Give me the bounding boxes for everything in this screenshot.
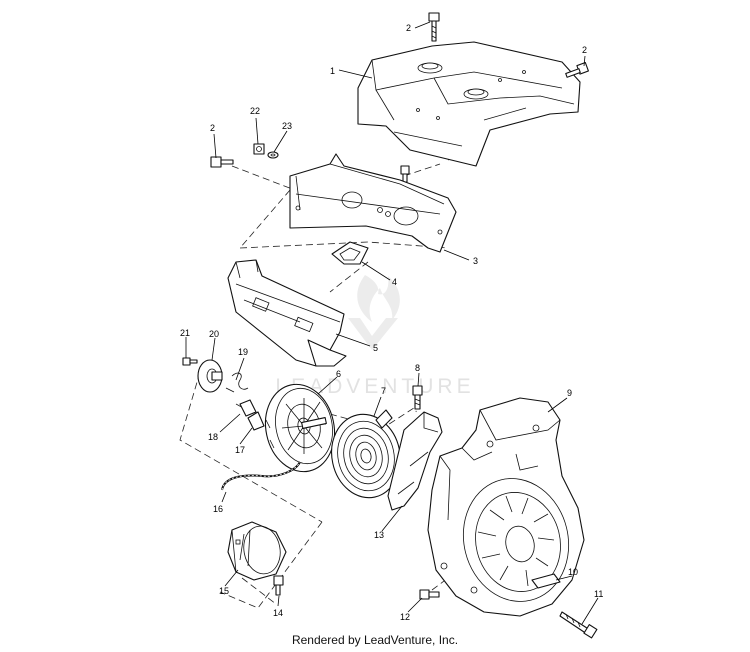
callout-10: 10 <box>568 567 578 577</box>
callout-18: 18 <box>208 432 218 442</box>
part-10-spacer <box>531 573 561 589</box>
callout-16: 16 <box>213 504 223 514</box>
callout-21: 21 <box>180 328 190 338</box>
part-21-bolt <box>182 357 198 366</box>
part-14-bolt <box>273 575 284 596</box>
callout-22: 22 <box>250 106 260 116</box>
part-3-shield-plate <box>289 153 457 253</box>
part-4-gasket <box>331 241 369 265</box>
callout-7: 7 <box>381 386 386 396</box>
callout-5: 5 <box>373 343 378 353</box>
callout-11: 11 <box>594 589 603 599</box>
part-6-recoil-pulley <box>264 383 336 473</box>
callout-4: 4 <box>392 277 397 287</box>
part-22-nut <box>253 143 265 155</box>
callout-15: 15 <box>219 586 229 596</box>
leader-lines <box>185 21 599 625</box>
bolt-left <box>210 156 234 168</box>
callout-17: 17 <box>235 445 245 455</box>
callout-23: 23 <box>282 121 292 131</box>
part-17-pawl <box>247 411 265 431</box>
callout-12: 12 <box>400 612 410 622</box>
part-5-heat-shield <box>227 259 347 367</box>
bolt-top <box>428 12 440 42</box>
part-12-bolt <box>419 589 440 600</box>
part-23-washer <box>267 151 279 159</box>
part-19-spring <box>225 372 249 393</box>
callout-2-right: 2 <box>582 45 587 55</box>
part-8-bolt <box>412 385 423 410</box>
part-1-top-shroud <box>357 41 581 167</box>
callout-19: 19 <box>238 347 248 357</box>
part-9-blower-housing <box>427 397 585 617</box>
part-13-guide-bracket <box>387 411 443 511</box>
part-2-bolts <box>210 12 589 183</box>
part-15-starter-cup <box>227 521 287 581</box>
callout-2-left: 2 <box>210 123 215 133</box>
callout-6: 6 <box>336 369 341 379</box>
watermark-flame-icon <box>357 275 400 322</box>
callout-9: 9 <box>567 388 572 398</box>
callout-3: 3 <box>473 256 478 266</box>
part-11-long-bolt <box>559 611 598 639</box>
callout-8: 8 <box>415 363 420 373</box>
callout-2-top: 2 <box>406 23 411 33</box>
part-16-starter-rope <box>221 461 301 491</box>
part-18-pawl <box>239 399 257 417</box>
bolt-right <box>565 61 589 78</box>
callout-20: 20 <box>209 329 219 339</box>
part-7-recoil-spring <box>331 409 401 499</box>
bolt-center <box>400 165 410 183</box>
credit-line: Rendered by LeadVenture, Inc. <box>291 633 459 647</box>
part-20-pulley-plate <box>197 359 223 393</box>
callout-1: 1 <box>330 66 335 76</box>
callout-14: 14 <box>273 608 283 618</box>
callout-13: 13 <box>374 530 384 540</box>
watermark-v-icon <box>348 318 398 350</box>
callout-numbers: 1 2 2 2 3 4 5 6 7 8 9 10 11 12 13 14 15 … <box>180 23 603 622</box>
